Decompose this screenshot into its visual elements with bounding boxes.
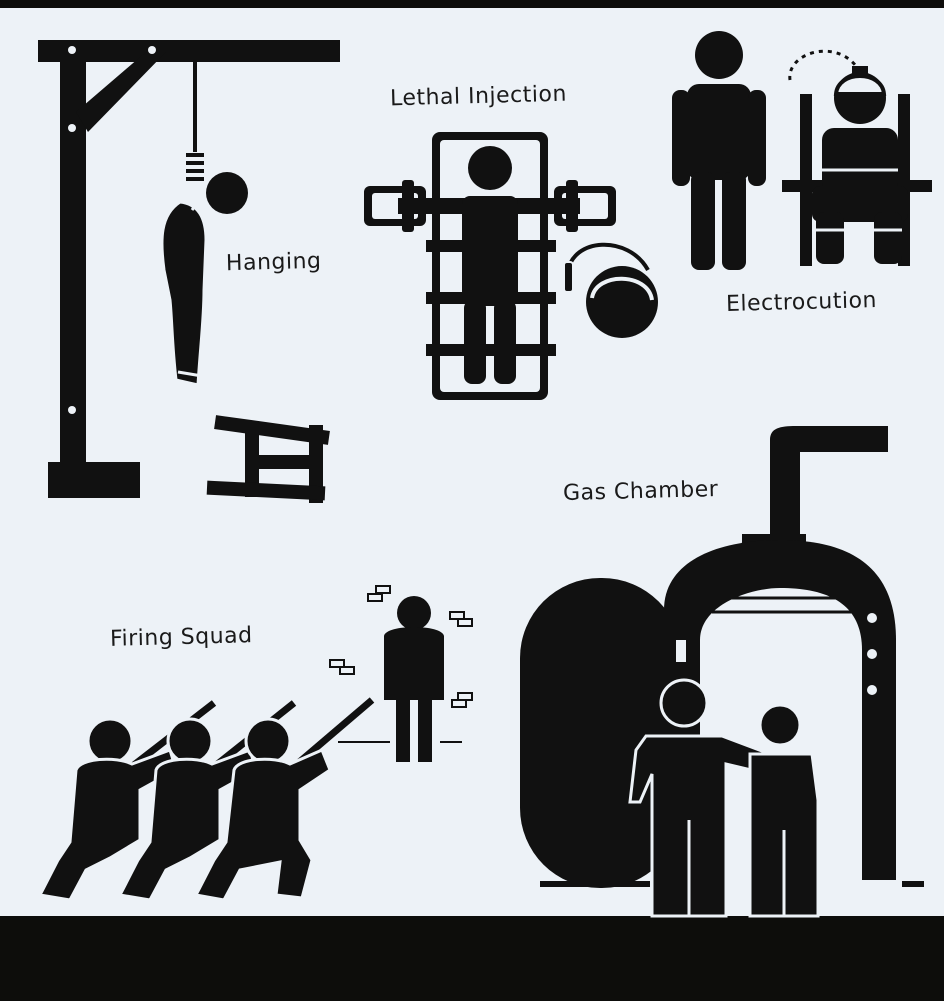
- gallows-beam: [38, 40, 340, 62]
- wall-bricks: [329, 585, 473, 708]
- inmate-head: [468, 146, 512, 190]
- label-electrocution: Electrocution: [725, 288, 878, 317]
- noose-rope: [186, 60, 204, 181]
- executioner-standing: [672, 31, 766, 270]
- injection-line-bag: [563, 242, 658, 338]
- hanged-figure: [160, 172, 248, 387]
- shooter-1: [37, 700, 217, 902]
- shooter-3: [193, 697, 375, 902]
- label-firing-squad: Firing Squad: [109, 623, 253, 652]
- injection-gurney: [364, 132, 616, 400]
- label-hanging: Hanging: [225, 248, 322, 277]
- gallows-post: [60, 40, 86, 465]
- gallows-brace: [76, 52, 166, 132]
- guard-figure: [628, 678, 772, 918]
- gas-chamber-door: [520, 578, 682, 888]
- gallows-base: [48, 462, 140, 498]
- prisoner-figure: [748, 703, 820, 918]
- label-gas-chamber: Gas Chamber: [562, 476, 719, 507]
- condemned-at-wall: [338, 596, 462, 762]
- label-lethal-injection: Lethal Injection: [389, 81, 568, 112]
- gas-chamber-pipe: [770, 426, 888, 545]
- electric-chair: [782, 49, 932, 266]
- kicked-stool: [206, 415, 330, 503]
- gallows: [38, 40, 340, 498]
